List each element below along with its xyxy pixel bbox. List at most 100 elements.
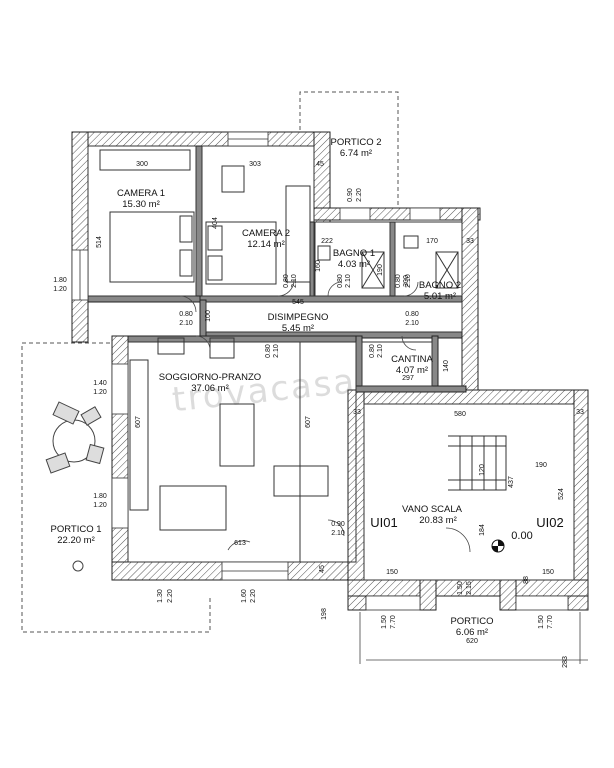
svg-text:0.80: 0.80 — [369, 344, 376, 358]
svg-text:303: 303 — [249, 161, 261, 168]
svg-text:300: 300 — [403, 275, 410, 287]
area-bagno1: 4.03 m² — [338, 259, 370, 270]
opening-labels: 0.90 2.20 1.80 1.20 1.40 1.20 1.80 1.20 … — [53, 188, 554, 629]
svg-text:607: 607 — [305, 416, 312, 428]
svg-text:120: 120 — [479, 464, 486, 476]
portico-bottom — [359, 612, 588, 664]
svg-text:184: 184 — [479, 524, 486, 536]
svg-text:1.50: 1.50 — [457, 581, 464, 595]
svg-text:297: 297 — [402, 375, 414, 382]
portico1-outline — [21, 342, 211, 633]
svg-text:0.90: 0.90 — [347, 188, 354, 202]
area-vanoscala: 20.83 m² — [419, 515, 457, 526]
svg-text:0.80: 0.80 — [405, 311, 419, 318]
unit-ui01: UI01 — [370, 515, 397, 530]
label-soggiorno: SOGGIORNO-PRANZO — [159, 372, 261, 383]
svg-text:7.70: 7.70 — [547, 615, 554, 629]
bed-camera2 — [205, 221, 277, 285]
svg-text:45: 45 — [316, 161, 324, 168]
svg-text:580: 580 — [454, 411, 466, 418]
label-bagno2: BAGNO 2 — [419, 280, 461, 291]
svg-text:1.40: 1.40 — [93, 380, 107, 387]
level-value: 0.00 — [511, 530, 532, 542]
svg-text:0.80: 0.80 — [265, 344, 272, 358]
svg-text:607: 607 — [135, 416, 142, 428]
svg-text:140: 140 — [443, 360, 450, 372]
svg-text:404: 404 — [212, 217, 219, 229]
label-camera1: CAMERA 1 — [117, 188, 165, 199]
svg-text:2.20: 2.20 — [356, 188, 363, 202]
door-swings — [179, 279, 471, 553]
unit-ui02: UI02 — [536, 515, 563, 530]
svg-text:7.70: 7.70 — [390, 615, 397, 629]
svg-text:1.20: 1.20 — [93, 389, 107, 396]
wardrobe-camera1 — [99, 149, 191, 171]
svg-text:2.10: 2.10 — [179, 320, 193, 327]
area-bagno2: 5.01 m² — [424, 291, 456, 302]
svg-text:2.10: 2.10 — [331, 530, 345, 537]
area-camera2: 12.14 m² — [247, 239, 285, 250]
svg-text:613: 613 — [234, 540, 246, 547]
svg-text:2.10: 2.10 — [405, 274, 412, 288]
svg-text:198: 198 — [321, 608, 328, 620]
svg-text:88: 88 — [523, 576, 530, 584]
bed-camera1 — [109, 211, 195, 283]
svg-text:1.80: 1.80 — [53, 277, 67, 284]
area-portico2: 6.74 m² — [340, 148, 372, 159]
svg-text:2.15: 2.15 — [466, 581, 473, 595]
area-camera1: 15.30 m² — [122, 199, 160, 210]
svg-text:2.10: 2.10 — [377, 344, 384, 358]
window-symbols — [71, 131, 569, 611]
label-portico2: PORTICO 2 — [330, 137, 381, 148]
room-labels: CAMERA 1 15.30 m² CAMERA 2 12.14 m² BAGN… — [50, 137, 563, 638]
staircase — [448, 435, 507, 491]
svg-text:45: 45 — [319, 565, 326, 573]
svg-text:1.30: 1.30 — [157, 589, 164, 603]
svg-text:33: 33 — [576, 409, 584, 416]
svg-text:1.20: 1.20 — [93, 502, 107, 509]
svg-text:190: 190 — [377, 264, 384, 276]
svg-text:2.20: 2.20 — [250, 589, 257, 603]
svg-text:1.50: 1.50 — [538, 615, 545, 629]
svg-text:170: 170 — [426, 238, 438, 245]
area-portico: 6.06 m² — [456, 627, 488, 638]
bathroom-fixtures — [317, 235, 459, 289]
label-portico: PORTICO — [450, 616, 493, 627]
svg-text:1.50: 1.50 — [381, 615, 388, 629]
interior-walls — [87, 145, 467, 393]
svg-text:2.10: 2.10 — [273, 344, 280, 358]
level-marker-icon — [491, 539, 505, 553]
wardrobe-camera2 — [285, 185, 311, 283]
svg-text:2.10: 2.10 — [405, 320, 419, 327]
label-vanoscala: VANO SCALA — [402, 504, 463, 515]
svg-text:1.80: 1.80 — [93, 493, 107, 500]
area-cantina: 4.07 m² — [396, 365, 428, 376]
svg-text:1.20: 1.20 — [53, 286, 67, 293]
svg-text:0.80: 0.80 — [395, 274, 402, 288]
svg-text:545: 545 — [292, 299, 304, 306]
desk-camera2 — [221, 165, 245, 193]
plant-icon — [72, 560, 84, 572]
svg-text:2.10: 2.10 — [345, 274, 352, 288]
svg-text:514: 514 — [96, 236, 103, 248]
portico2-outline — [299, 91, 399, 215]
svg-text:33: 33 — [466, 238, 474, 245]
svg-text:2.20: 2.20 — [167, 589, 174, 603]
label-portico1: PORTICO 1 — [50, 524, 101, 535]
area-disimpegno: 5.45 m² — [282, 323, 314, 334]
area-soggiorno: 37.06 m² — [191, 383, 229, 394]
label-cantina: CANTINA — [391, 354, 433, 365]
svg-text:437: 437 — [508, 476, 515, 488]
svg-text:222: 222 — [321, 238, 333, 245]
svg-text:524: 524 — [558, 488, 565, 500]
label-disimpegno: DISIMPEGNO — [268, 312, 329, 323]
inner-lines — [87, 145, 575, 581]
area-portico1: 22.20 m² — [57, 535, 95, 546]
svg-text:300: 300 — [136, 161, 148, 168]
svg-text:100: 100 — [205, 310, 212, 322]
svg-text:1.60: 1.60 — [241, 589, 248, 603]
svg-text:33: 33 — [353, 409, 361, 416]
outdoor-table — [45, 401, 105, 474]
svg-text:150: 150 — [542, 569, 554, 576]
svg-text:0.80: 0.80 — [283, 274, 290, 288]
